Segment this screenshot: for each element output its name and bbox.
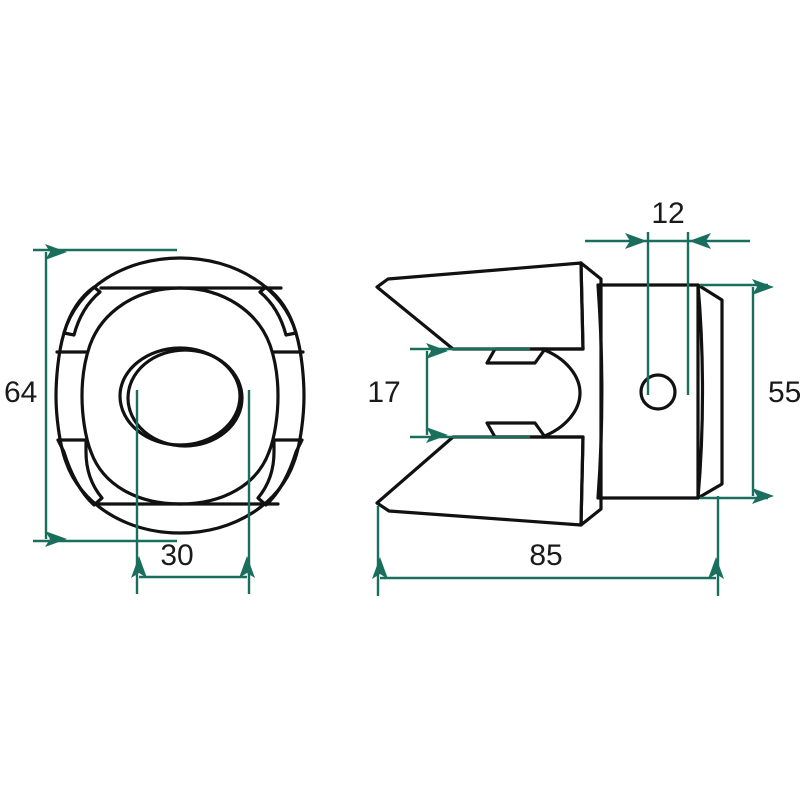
front-notch-lower-right — [256, 438, 304, 507]
front-view: 64 30 — [4, 244, 306, 594]
dim-label-12: 12 — [651, 197, 684, 230]
dim-label-85: 85 — [529, 539, 562, 572]
front-notch-upper-right — [258, 285, 298, 337]
side-body-front — [540, 261, 603, 527]
front-notch-lower-left — [56, 438, 104, 507]
front-hub-ring — [80, 286, 280, 506]
side-slot-chamfer-lower — [485, 421, 547, 439]
side-rear-end-face — [696, 283, 724, 500]
side-view: 12 17 55 85 — [367, 197, 800, 596]
arrow-12-left — [625, 233, 647, 249]
front-notch-upper-left — [62, 285, 102, 337]
dimension-85: 85 — [372, 496, 724, 596]
dimension-55: 55 — [700, 279, 800, 504]
dimension-17: 17 — [367, 343, 530, 443]
dim-label-55: 55 — [768, 376, 800, 409]
dim-label-17: 17 — [367, 376, 400, 409]
arrow-12-right — [689, 233, 711, 249]
dim-label-64: 64 — [4, 376, 37, 409]
front-bore-hole — [126, 348, 244, 448]
side-mounting-hole — [639, 373, 677, 411]
dimension-12: 12 — [585, 197, 750, 395]
dim-label-30: 30 — [160, 539, 193, 572]
dimension-30: 30 — [131, 390, 255, 594]
dimension-64: 64 — [4, 244, 177, 547]
side-rear-block — [596, 283, 700, 500]
